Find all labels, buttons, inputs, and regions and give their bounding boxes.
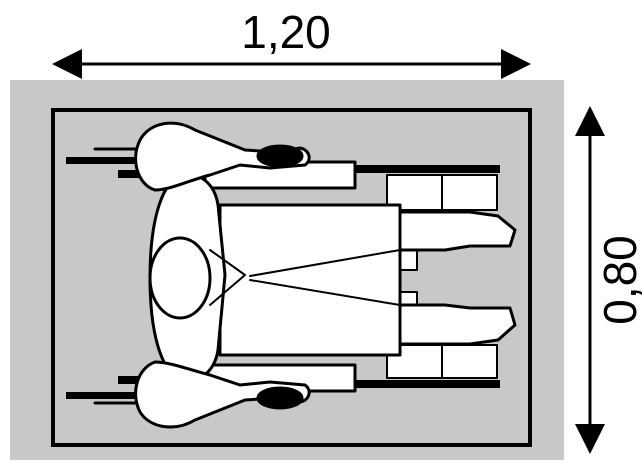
seat	[218, 203, 402, 357]
width-label: 1,20	[241, 6, 331, 58]
head	[148, 236, 212, 320]
wheelchair-user-top-view-icon	[66, 121, 517, 429]
width-dimension: 1,20	[52, 6, 531, 79]
hand-bottom	[256, 386, 304, 410]
leg-top	[398, 210, 517, 252]
arm-bottom	[134, 360, 311, 429]
height-dimension: 0,80	[575, 106, 642, 454]
hand-top	[256, 144, 304, 168]
height-label: 0,80	[594, 235, 642, 325]
arm-top	[134, 121, 311, 192]
footprint-outline	[51, 108, 532, 447]
leg-bottom	[398, 303, 517, 346]
